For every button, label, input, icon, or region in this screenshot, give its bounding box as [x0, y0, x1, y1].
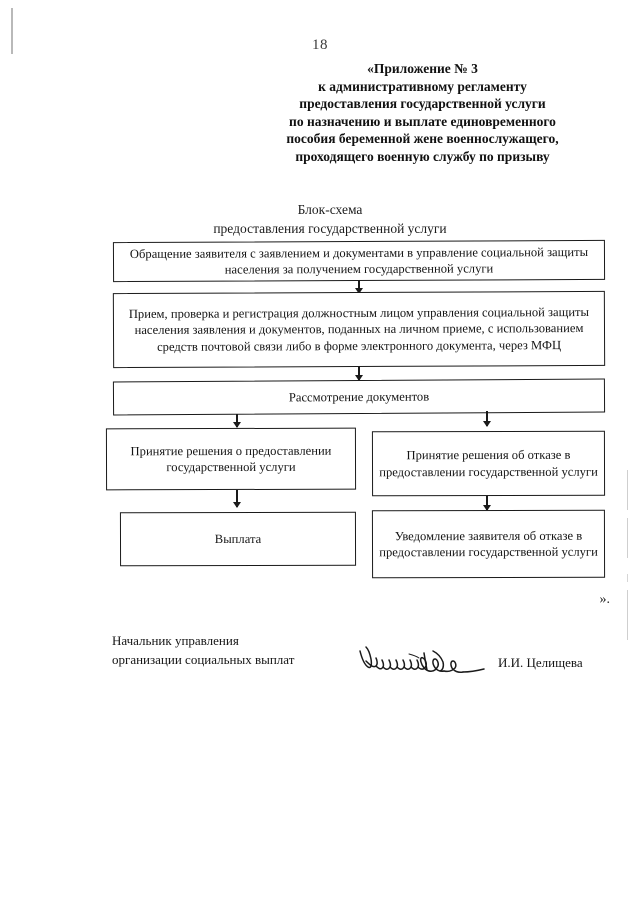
signatory-position: Начальник управления организации социаль…: [112, 631, 294, 669]
flow-arrow-3: [236, 490, 238, 507]
flow-box-payment: Выплата: [119, 511, 357, 567]
flow-box-document-review-label: Рассмотрение документов: [288, 389, 430, 405]
appendix-heading-line-1: «Приложение № 3: [367, 61, 478, 76]
flow-box-acceptance-check-registration: Прием, проверка и регистрация должностны…: [112, 290, 606, 369]
scan-margin-mark-right: [627, 470, 628, 640]
flow-box-application-submission: Обращение заявителя с заявлением и докум…: [112, 239, 606, 283]
flow-arrow-2: [358, 367, 360, 380]
flow-box-application-submission-label: Обращение заявителя с заявлением и докум…: [129, 244, 589, 277]
flow-box-refusal-notification-label: Уведомление заявителя об отказе в предос…: [379, 528, 598, 560]
flow-box-decision-refusal: Принятие решения об отказе в предоставле…: [371, 430, 606, 497]
appendix-heading-line-2: к административному регламенту: [318, 78, 527, 94]
page-number: 18: [312, 37, 328, 53]
flow-box-refusal-notification: Уведомление заявителя об отказе в предос…: [371, 509, 606, 579]
handwritten-signature: [357, 643, 492, 679]
appendix-heading-line-5: пособия беременной жене военнослужащего,: [286, 131, 559, 147]
flow-box-payment-label: Выплата: [214, 531, 262, 546]
scheme-title-line-1: Блок-схема: [297, 202, 363, 217]
flow-box-decision-grant: Принятие решения о предоставлении госуда…: [105, 427, 357, 491]
flow-box-decision-grant-label: Принятие решения о предоставлении госуда…: [130, 443, 332, 475]
flow-arrow-1: [358, 281, 360, 293]
appendix-heading-line-4: по назначению и выплате единовременного: [289, 113, 556, 129]
appendix-heading: «Приложение № 3 к административному регл…: [230, 60, 615, 166]
scheme-title: Блок-схема предоставления государственно…: [120, 200, 540, 238]
appendix-heading-line-3: предоставления государственной услуги: [299, 96, 546, 112]
scan-margin-mark-left: [11, 8, 13, 54]
flow-arrow-branch-left: [236, 414, 238, 427]
flow-box-document-review: Рассмотрение документов: [112, 378, 606, 416]
scheme-title-line-2: предоставления государственной услуги: [213, 221, 447, 236]
signatory-position-line-1: Начальник управления: [112, 633, 239, 648]
flow-arrow-branch-right: [486, 411, 488, 426]
flow-box-acceptance-check-registration-label: Прием, проверка и регистрация должностны…: [128, 304, 590, 354]
closing-quote: ».: [599, 592, 611, 607]
signatory-name: И.И. Целищева: [498, 655, 583, 670]
flow-arrow-4: [486, 496, 488, 510]
appendix-heading-line-6: проходящего военную службу по призыву: [295, 148, 550, 164]
signatory-position-line-2: организации социальных выплат: [112, 652, 295, 667]
flow-box-decision-refusal-label: Принятие решения об отказе в предоставле…: [379, 447, 598, 479]
